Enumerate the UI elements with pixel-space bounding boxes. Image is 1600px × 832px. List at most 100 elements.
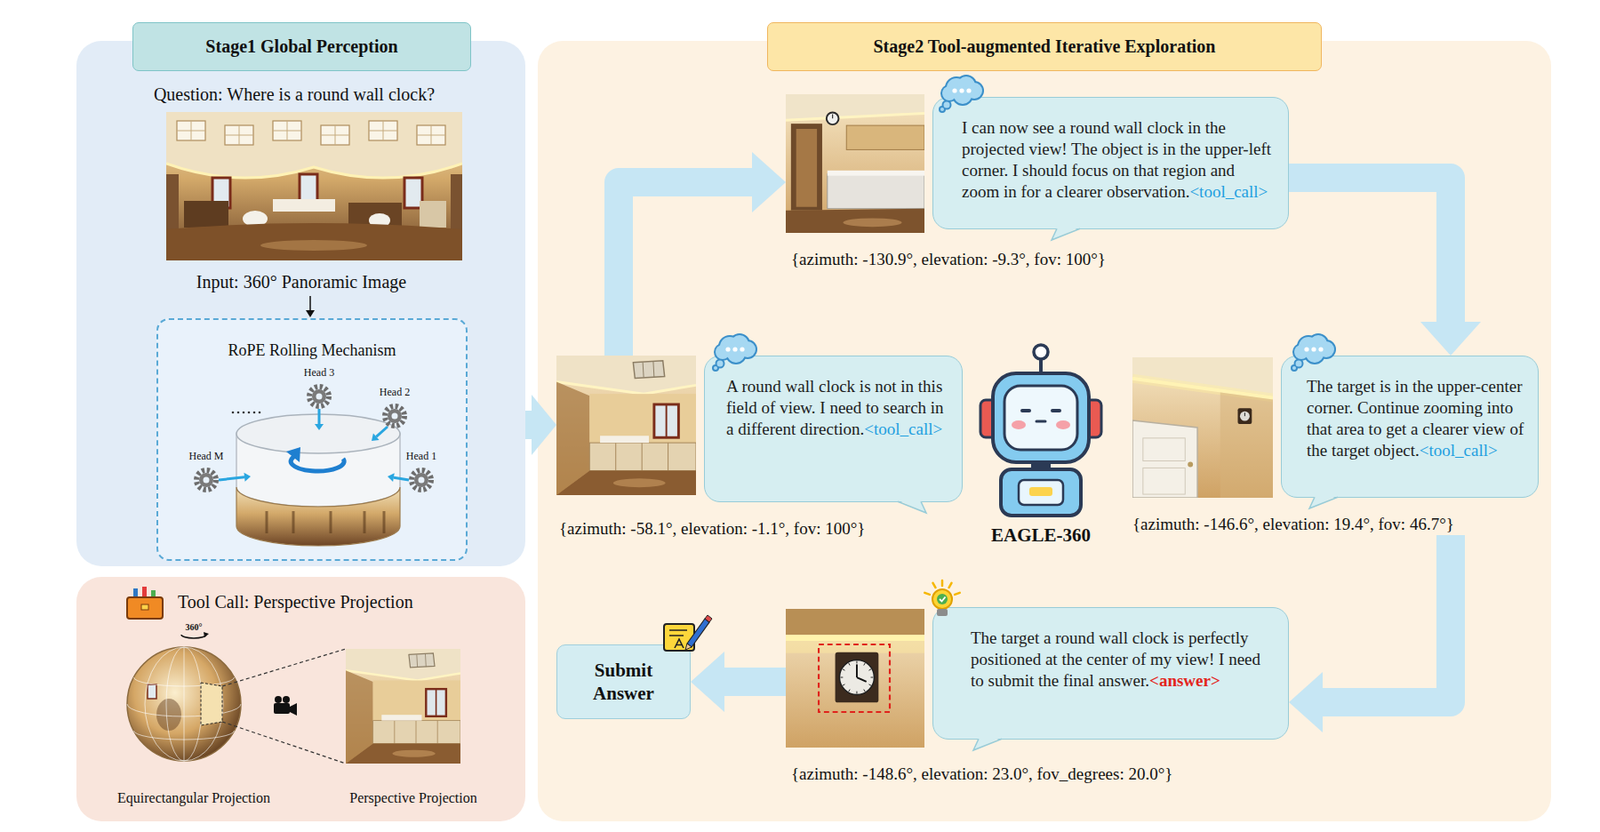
rope-cylinder: [236, 414, 400, 546]
thought-icon-part: [739, 346, 744, 352]
thought-icon: [712, 333, 759, 371]
arrow-head: [690, 651, 725, 712]
flow-arrow: [525, 394, 557, 456]
bubble-tail: [704, 499, 963, 518]
robot-part: [1052, 408, 1060, 413]
arrow-shaft: [1288, 177, 1451, 322]
picture-detail: [632, 360, 664, 379]
picture-detail: [785, 640, 925, 654]
robot-part: [1056, 420, 1071, 430]
flow-arrow: [1288, 177, 1481, 356]
picture-detail: [871, 677, 874, 679]
camera-icon: [289, 703, 297, 716]
camera-params: {azimuth: -146.6°, elevation: 19.4°, fov…: [1132, 513, 1455, 536]
picture-detail: [408, 653, 435, 668]
bubble-tail: [1280, 495, 1539, 513]
picture-detail: [373, 680, 461, 744]
thought-icon-part: [1318, 346, 1323, 352]
thought-icon-part: [940, 107, 944, 112]
pointer-arrow: [305, 310, 315, 318]
picture-detail: [839, 660, 874, 696]
picture-detail: [864, 689, 865, 693]
panel-title: Tool Call: Perspective Projection: [177, 591, 414, 613]
thought-icon-part: [944, 102, 951, 109]
camera-params: {azimuth: -130.9°, elevation: -9.3°, fov…: [791, 248, 1106, 271]
picture-detail: [785, 608, 925, 748]
perspective-image: [345, 648, 461, 764]
action-tag: <tool_call>: [1189, 182, 1268, 201]
thought-icon-part: [1292, 366, 1296, 370]
pointer-arrow: [309, 296, 312, 312]
bubble-tail-part: [1051, 226, 1080, 240]
bubble-tail-part: [973, 736, 1002, 751]
submit-icon-part: [685, 643, 692, 650]
projection-line: [222, 648, 346, 687]
speech-bubble: The target is in the upper-center corner…: [1280, 355, 1539, 498]
step-view-image: [1132, 357, 1273, 498]
picture-detail: [260, 240, 368, 251]
submit-icon: [660, 611, 714, 658]
submit-box: Submit Answer: [556, 644, 691, 720]
picture-detail: [176, 120, 206, 141]
picture-detail: [864, 663, 865, 666]
cylinder-band: [236, 487, 400, 546]
picture-detail: [1238, 408, 1253, 424]
picture-detail: [184, 200, 229, 228]
bubble-tail-part: [1309, 495, 1338, 509]
thought-icon-part: [1311, 346, 1316, 352]
picture-detail: [166, 174, 179, 230]
mechanism-box: RoPE Rolling Mechanism: [156, 318, 468, 561]
bubble-tail: [932, 736, 1289, 755]
thought-icon-part: [966, 88, 971, 93]
picture-detail: [419, 200, 447, 228]
rotate-icon: [203, 632, 209, 638]
band-detail: [329, 511, 333, 534]
submit-icon-part: [669, 629, 688, 632]
bubble-tail: [932, 226, 1289, 245]
arrow-head: [1288, 672, 1323, 733]
picture-detail: [416, 135, 446, 136]
thought-icon-part: [959, 88, 964, 93]
robot-mascot: [980, 344, 1102, 516]
ellipsis-dot: [232, 411, 235, 415]
thought-icon-part: [1305, 344, 1324, 363]
label-slot: 360°: [185, 621, 203, 633]
submit-label: Submit Answer: [569, 658, 678, 705]
action-tag: <answer>: [1149, 671, 1221, 690]
picture-detail: [1244, 412, 1246, 416]
panorama-sphere: [127, 647, 241, 761]
thought-icon-part: [732, 346, 737, 352]
label-slot: Head M: [189, 449, 224, 464]
projected-patch: [200, 682, 223, 726]
panorama-image: [166, 112, 463, 261]
head-arrow: [218, 477, 245, 480]
picture-detail: [393, 720, 395, 744]
picture-detail: [166, 112, 463, 178]
picture-detail: [791, 123, 823, 211]
speech-bubble: The target a round wall clock is perfect…: [932, 607, 1289, 740]
flow-arrow: [690, 651, 786, 712]
picture-detail: [368, 120, 398, 141]
picture-detail: [224, 125, 254, 145]
rotate-icon: [181, 634, 207, 639]
picture-detail: [840, 677, 843, 679]
idea-icon-part: [936, 593, 948, 605]
picture-detail: [785, 94, 925, 120]
picture-detail: [425, 688, 447, 717]
step-card: The target a round wall clock is perfect…: [785, 607, 1289, 785]
bubble-tail-part: [1051, 228, 1080, 240]
picture-detail: [381, 714, 422, 720]
toolbox-icon: [127, 597, 163, 619]
band-detail: [383, 511, 386, 534]
head-arrow: [243, 472, 251, 482]
idea-icon-part: [949, 583, 952, 588]
picture-detail: [846, 125, 925, 150]
submit-icon-part: [704, 615, 712, 623]
robot-part: [1011, 420, 1026, 430]
flow-arrow: [618, 152, 786, 356]
picture-detail: [796, 128, 817, 208]
caption-label: Perspective Projection: [349, 789, 478, 808]
picture-detail: [856, 677, 867, 682]
